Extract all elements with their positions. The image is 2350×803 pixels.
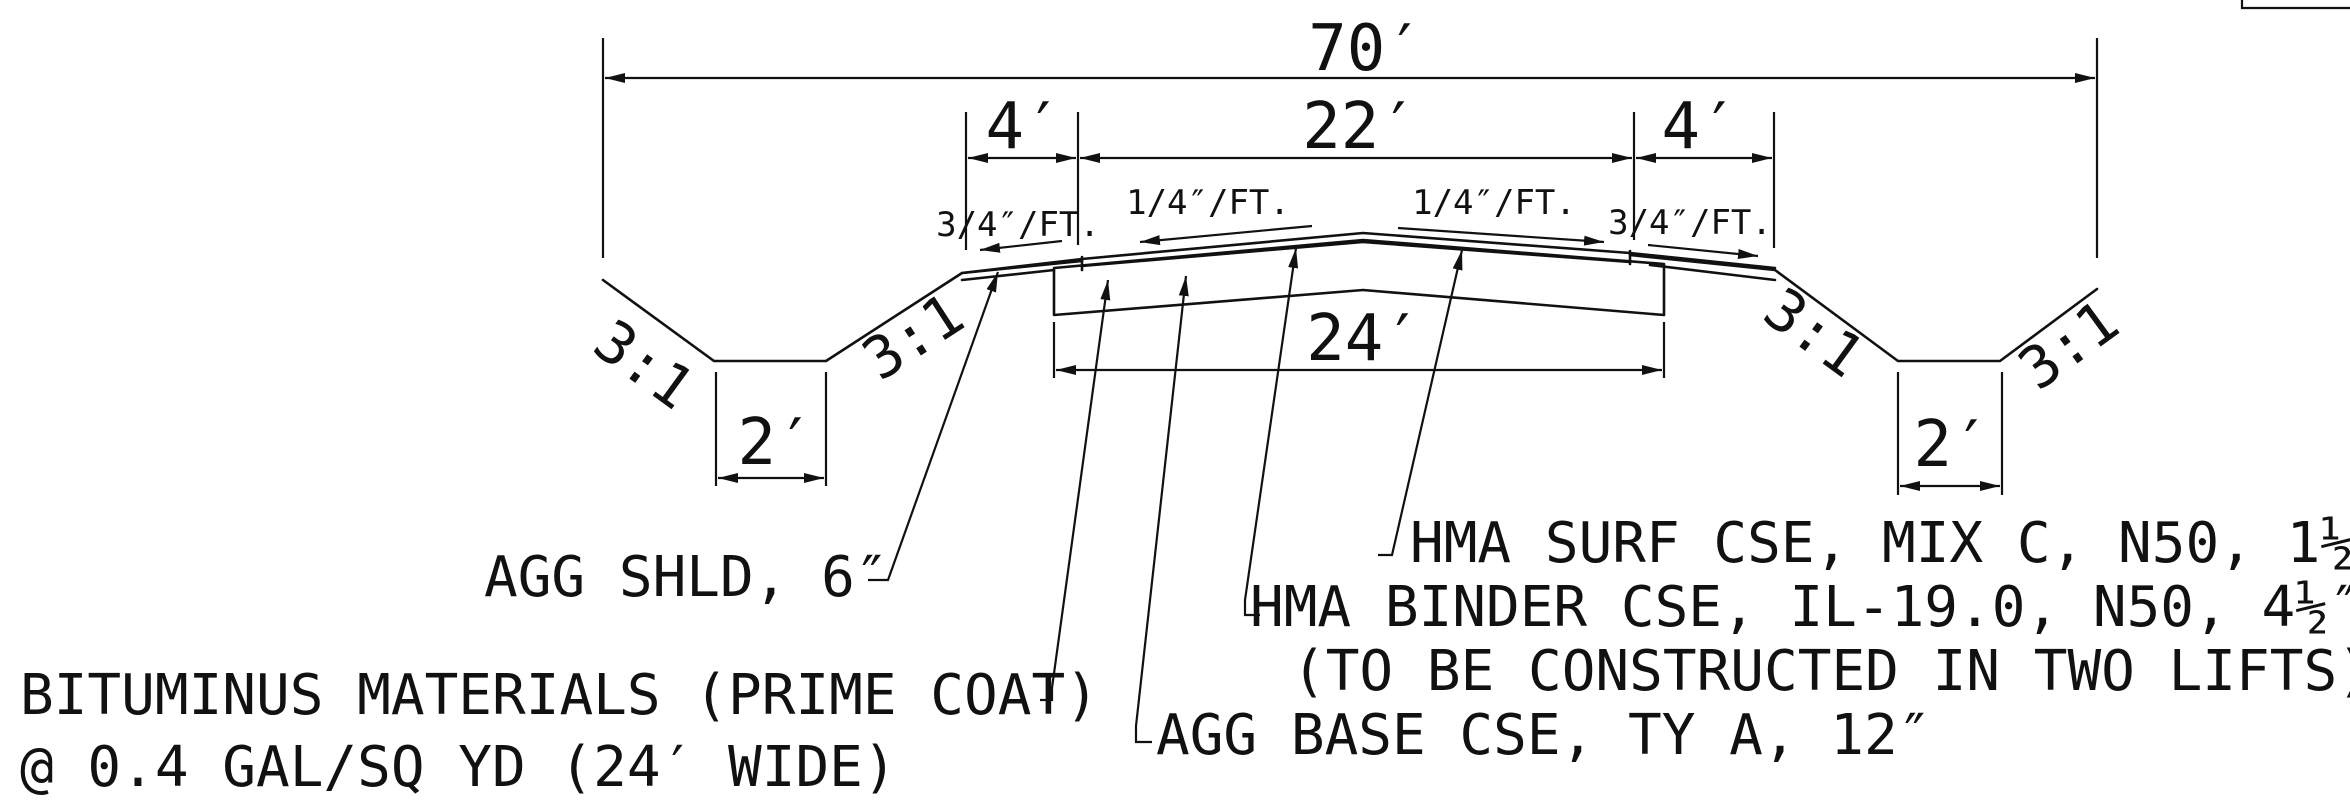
- right-ditch-profile: [1628, 253, 2099, 363]
- leader-agg-base: [1134, 275, 1189, 744]
- extension-lines: [601, 38, 2099, 495]
- slope-left-shoulder: 3/4″/FT.: [936, 205, 1100, 245]
- right-shoulder-bottom: [1648, 263, 1777, 282]
- dim-lanes: 22′: [1302, 90, 1418, 164]
- label-agg-shld: AGG SHLD, 6″: [484, 545, 889, 610]
- slope-arrows: [979, 224, 1759, 259]
- right-shoulder-slope-arrow: [1647, 243, 1759, 259]
- label-hma-binder-note: (TO BE CONSTRUCTED IN TWO LIFTS): [1292, 639, 2350, 704]
- dim-left-ditch: 2′: [737, 406, 814, 480]
- leader-prime-coat: [1040, 279, 1111, 702]
- left-lane-slope-arrow: [1139, 224, 1313, 246]
- border-frame: [2240, 0, 2350, 10]
- ratio-left-inner: 3:1: [851, 280, 976, 394]
- slope-right-shoulder: 3/4″/FT.: [1608, 203, 1772, 243]
- slope-right-lane: 1/4″/FT.: [1412, 183, 1576, 223]
- leader-lines: [868, 247, 1464, 744]
- label-hma-binder: HMA BINDER CSE, IL-19.0, N50, 4½″: [1250, 575, 2350, 640]
- dim-base-width: 24′: [1306, 302, 1422, 376]
- roadway-profile: [601, 231, 2099, 363]
- leader-agg-shld: [868, 271, 1000, 582]
- dim-right-ditch: 2′: [1913, 408, 1990, 482]
- label-prime-coat-line2: @ 0.4 GAL/SQ YD (24′ WIDE): [20, 735, 897, 800]
- dimension-lines: [605, 73, 2095, 491]
- ratio-right-outer: 3:1: [2006, 287, 2131, 404]
- left-shoulder-bottom: [960, 268, 1056, 282]
- dim-left-shoulder: 4′: [985, 90, 1062, 164]
- agg-base-outline: [1052, 238, 1666, 317]
- ratio-right-inner: 3:1: [1752, 274, 1877, 391]
- left-shoulder-top: [960, 257, 1084, 275]
- right-lane-slope-arrow: [1397, 226, 1605, 246]
- ratio-left-outer: 3:1: [582, 306, 707, 423]
- dim-right-shoulder: 4′: [1661, 90, 1738, 164]
- hma-surface-line: [1080, 231, 1632, 261]
- leader-hma-binder: [1243, 247, 1299, 617]
- left-shoulder-slope-arrow: [979, 239, 1063, 253]
- label-hma-surf: HMA SURF CSE, MIX C, N50, 1½″: [1410, 511, 2350, 576]
- leader-hma-surf: [1378, 249, 1464, 557]
- label-prime-coat-line1: BITUMINUS MATERIALS (PRIME COAT): [20, 663, 1099, 728]
- dim-total-width: 70′: [1308, 12, 1424, 86]
- slope-left-lane: 1/4″/FT.: [1126, 183, 1290, 223]
- right-shoulder-top: [1628, 251, 1777, 270]
- label-agg-base: AGG BASE CSE, TY A, 12″: [1156, 703, 1931, 768]
